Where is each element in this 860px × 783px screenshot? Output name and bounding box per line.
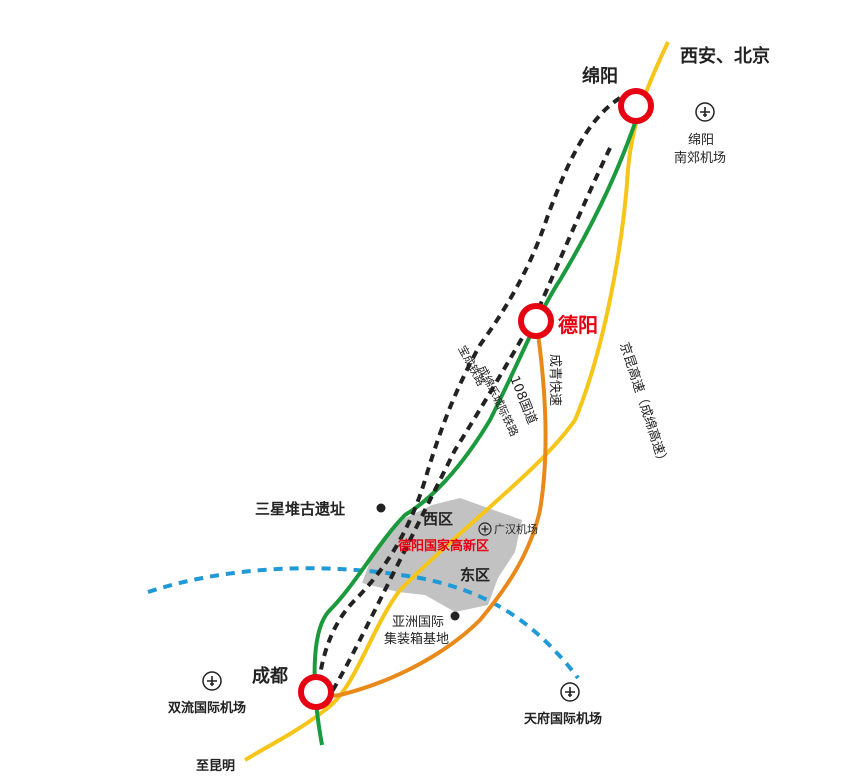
hi-tech-zone-label: 德阳国家高新区	[398, 538, 489, 554]
south-destination-label: 至昆明	[196, 758, 235, 774]
sanxingdui-dot	[376, 503, 386, 513]
chengdu-label: 成都	[252, 665, 288, 687]
chengqing-label: 成青快速	[547, 354, 562, 406]
hi-tech-zone-area	[362, 498, 522, 612]
chengdu-city-marker	[298, 674, 334, 710]
mianyang-airport-label-line1: 绵阳	[688, 133, 714, 148]
baocheng-railway-line	[316, 96, 622, 691]
deyang-city-marker	[518, 303, 554, 339]
guanghan-airport-icon	[478, 522, 492, 536]
jingkun-expressway-line	[243, 41, 670, 762]
chengmian-leshan-railway-label: 成绵乐城际铁路	[475, 363, 521, 438]
g108-line	[312, 107, 642, 746]
shuangliu-airport-icon	[202, 671, 222, 691]
container-base-label-line2: 集装箱基地	[384, 631, 449, 647]
shuangliu-airport-label: 双流国际机场	[168, 700, 246, 716]
sanxingdui-label: 三星堆古遗址	[255, 500, 345, 518]
mianyang-label: 绵阳	[582, 65, 618, 87]
jingkun-expressway-label: 京昆高速（成绵高速）	[616, 340, 671, 469]
mianyang-airport-label-line2: 南郊机场	[674, 150, 726, 166]
chengmian-leshan-railway-line	[328, 147, 612, 697]
mianyang-airport-icon	[695, 102, 715, 122]
deyang-label: 德阳	[558, 313, 598, 337]
mianyang-city-marker	[618, 88, 654, 124]
container-base-label-line1: 亚洲国际	[392, 615, 444, 630]
guanghan-airport-label: 广汉机场	[494, 522, 538, 536]
north-destination-label: 西安、北京	[680, 45, 770, 67]
tianfu-airport-label: 天府国际机场	[524, 711, 602, 727]
ring-road-line	[147, 566, 580, 680]
container-base-dot	[450, 611, 460, 621]
chengqing-line	[303, 319, 548, 698]
east-zone-label: 东区	[460, 566, 490, 584]
tianfu-airport-icon	[560, 682, 580, 702]
west-zone-label: 西区	[423, 510, 453, 528]
